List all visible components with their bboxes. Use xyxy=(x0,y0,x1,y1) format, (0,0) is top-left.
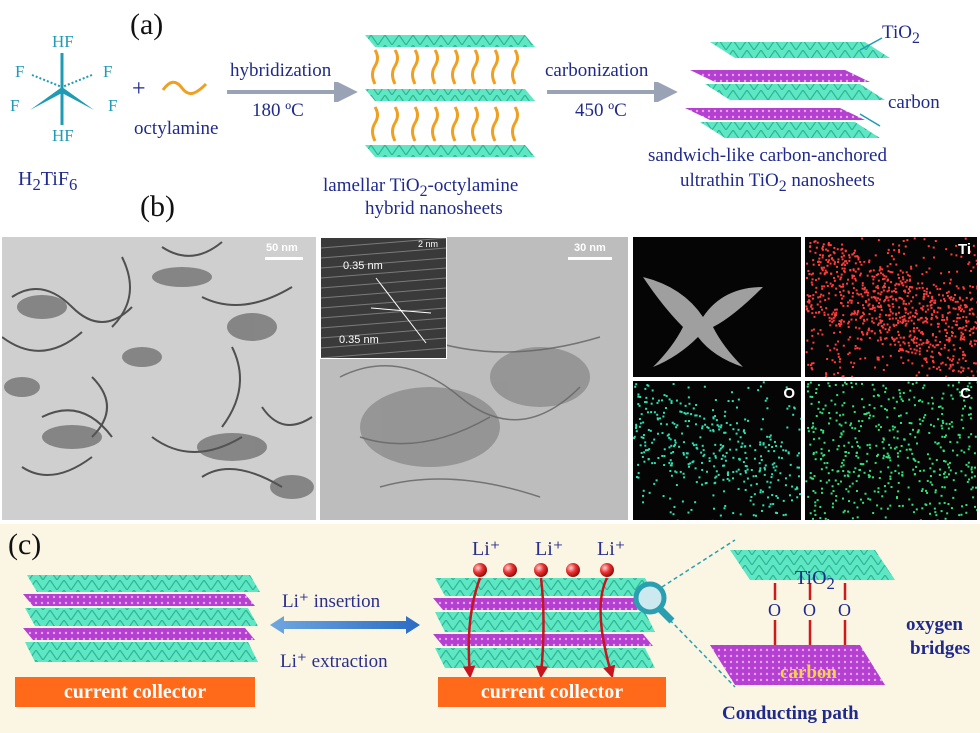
octylamine-label: octylamine xyxy=(134,118,219,139)
scale-label-1: 50 nm xyxy=(266,242,298,254)
insertion-label: Li⁺ insertion xyxy=(282,591,381,612)
d-spacing-2: 0.35 nm xyxy=(339,334,379,346)
scale-label-inset: 2 nm xyxy=(418,239,439,249)
panel-c-label: (c) xyxy=(8,528,42,561)
carbon-label-c: carbon xyxy=(780,662,837,683)
product-caption-line2: ultrathin TiO2 nanosheets xyxy=(680,170,875,195)
scale-bar-2 xyxy=(568,257,612,260)
map-o: O xyxy=(633,381,801,520)
magnifier-icon xyxy=(633,539,736,688)
f-label-4: F xyxy=(108,96,118,115)
current-collector-left: current collector xyxy=(15,677,255,707)
tio2-label-a: TiO2 xyxy=(882,22,920,47)
d-spacing-1: 0.35 nm xyxy=(343,260,383,272)
scale-label-2: 30 nm xyxy=(574,242,606,254)
sandwich-nanosheets-illustration xyxy=(685,37,890,138)
arrow2-top-label: carbonization xyxy=(545,60,649,81)
current-collector-right: current collector xyxy=(438,677,666,707)
oxygen-atom-2: O xyxy=(803,600,816,620)
stem-image xyxy=(633,237,801,377)
li-ion-label-2: Li⁺ xyxy=(535,538,564,560)
map-o-label: O xyxy=(783,385,795,402)
tem-image-1: 50 nm xyxy=(2,237,316,520)
carbon-label-a: carbon xyxy=(888,92,940,113)
scale-bar-1 xyxy=(265,257,303,260)
map-c-label: C xyxy=(960,385,971,402)
hybrid-caption-line2: hybrid nanosheets xyxy=(365,198,503,219)
arrow1-bottom-label: 180 ºC xyxy=(252,100,304,121)
hf-top-label: HF xyxy=(52,32,74,51)
oxygen-atom-3: O xyxy=(838,600,851,620)
panel-b-label: (b) xyxy=(140,190,175,223)
arrow1-top-label: hybridization xyxy=(230,60,332,81)
hybrid-caption-line1: lamellar TiO2-octylamine xyxy=(323,175,519,200)
oxygen-atom-1: O xyxy=(768,600,781,620)
f-label-1: F xyxy=(15,62,25,81)
f-label-3: F xyxy=(10,96,20,115)
h2tif6-formula: H2TiF6 xyxy=(18,168,78,194)
product-caption-line1: sandwich-like carbon-anchored xyxy=(648,145,887,166)
hf-bottom-label: HF xyxy=(52,126,74,145)
tio2-label-c: TiO2 xyxy=(795,567,835,593)
map-ti: Ti xyxy=(805,237,977,377)
electrode-stack-left xyxy=(23,575,260,662)
h2tif6-molecule xyxy=(30,53,94,125)
plus-sign: + xyxy=(132,76,146,102)
double-arrow xyxy=(270,616,420,634)
extraction-label: Li⁺ extraction xyxy=(280,651,388,672)
hrtem-inset: 0.35 nm 0.35 nm 2 nm xyxy=(320,237,447,359)
conducting-path-label: Conducting path xyxy=(722,703,859,724)
carbonization-arrow xyxy=(547,82,678,102)
arrow2-bottom-label: 450 ºC xyxy=(575,100,627,121)
hybridization-arrow xyxy=(227,82,358,102)
f-label-2: F xyxy=(103,62,113,81)
li-ion-label-3: Li⁺ xyxy=(597,538,626,560)
map-c: C xyxy=(805,381,977,520)
electrode-stack-lithiated xyxy=(433,563,655,679)
tem-image-2: 0.35 nm 0.35 nm 2 nm 30 nm xyxy=(320,237,628,520)
map-ti-label: Ti xyxy=(957,241,971,258)
octylamine-chain-icon xyxy=(161,80,208,95)
hybrid-nanosheets-illustration xyxy=(365,35,535,157)
li-ion-label-1: Li⁺ xyxy=(472,538,501,560)
oxygen-bridge-detail xyxy=(710,550,895,685)
panel-a-label: (a) xyxy=(130,8,164,41)
oxygen-bridges-label-2: bridges xyxy=(910,638,971,659)
oxygen-bridges-label-1: oxygen xyxy=(906,614,963,635)
